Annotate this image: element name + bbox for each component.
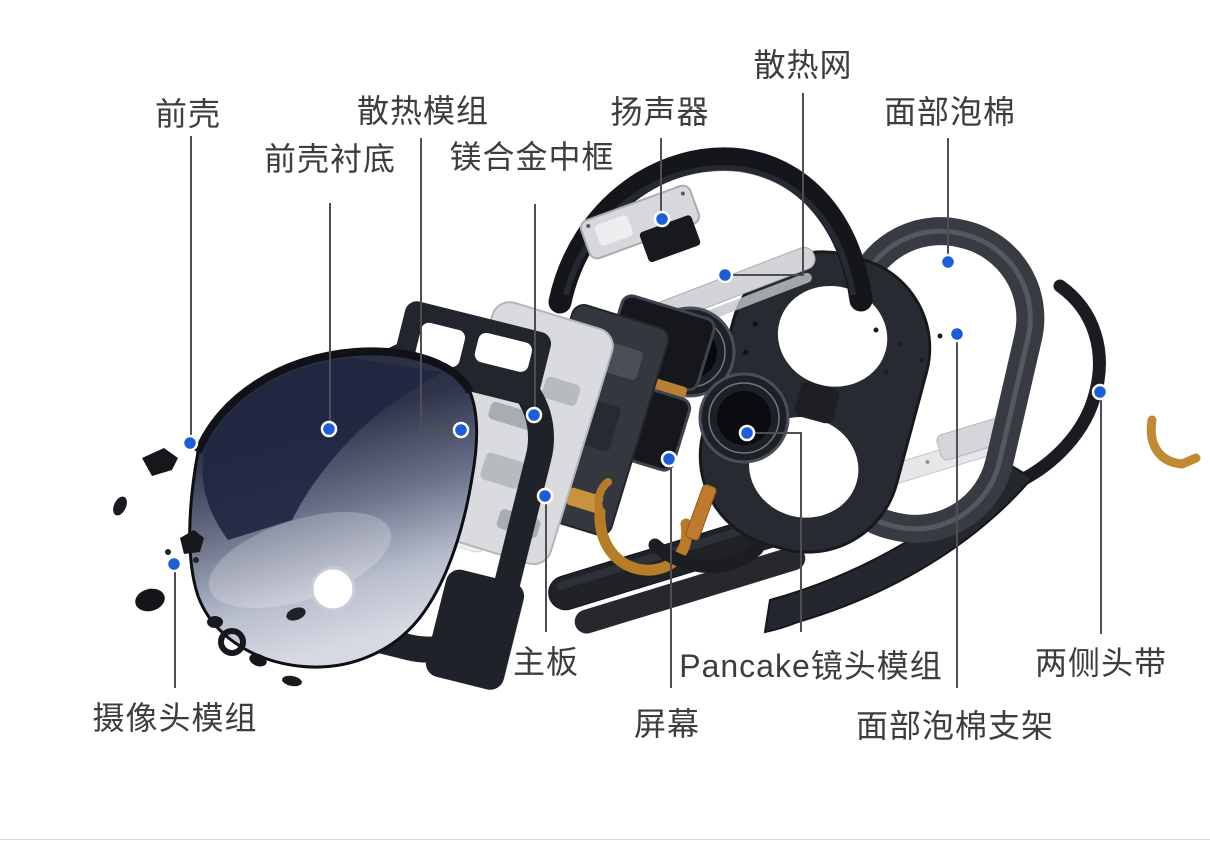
label-front-shell-liner: 前壳衬底	[263, 141, 397, 177]
leader-side-head-straps	[1091, 383, 1109, 634]
label-camera-module: 摄像头模组	[92, 700, 258, 736]
part-camera-small-parts	[113, 448, 302, 687]
label-front-shell: 前壳	[154, 96, 222, 132]
label-cooling-module: 散热模组	[356, 93, 490, 129]
callout-leaders	[165, 93, 1109, 688]
label-magnesium-mid-frame: 镁合金中框	[449, 139, 615, 175]
label-face-foam-bracket: 面部泡棉支架	[855, 708, 1055, 744]
camera-hole	[310, 566, 356, 612]
label-cooling-mesh: 散热网	[753, 47, 853, 83]
leader-speaker	[653, 138, 671, 228]
leader-pancake-lens-module	[738, 424, 802, 632]
label-side-head-straps: 两侧头带	[1034, 645, 1168, 681]
leader-cooling-mesh	[716, 93, 804, 284]
leader-face-foam	[939, 138, 957, 271]
part-front-shell	[188, 347, 479, 669]
part-flex-cables	[594, 415, 1201, 576]
part-speaker	[579, 184, 701, 263]
label-face-foam: 面部泡棉	[883, 94, 1017, 130]
leader-cooling-module	[420, 138, 470, 439]
leader-camera-module	[165, 555, 183, 688]
leader-magnesium-mid-frame	[525, 204, 543, 424]
bottom-divider	[0, 839, 1210, 840]
label-mainboard: 主板	[512, 644, 580, 680]
leader-front-shell	[181, 136, 199, 452]
label-screen: 屏幕	[633, 706, 701, 742]
leader-front-shell-liner	[320, 203, 338, 438]
label-pancake-lens-module: Pancake镜头模组	[679, 648, 943, 684]
label-speaker: 扬声器	[610, 94, 710, 130]
leader-mainboard	[536, 487, 554, 632]
leader-face-foam-bracket	[948, 325, 966, 688]
part-screw-dots	[873, 327, 943, 375]
leader-screen	[660, 450, 678, 688]
